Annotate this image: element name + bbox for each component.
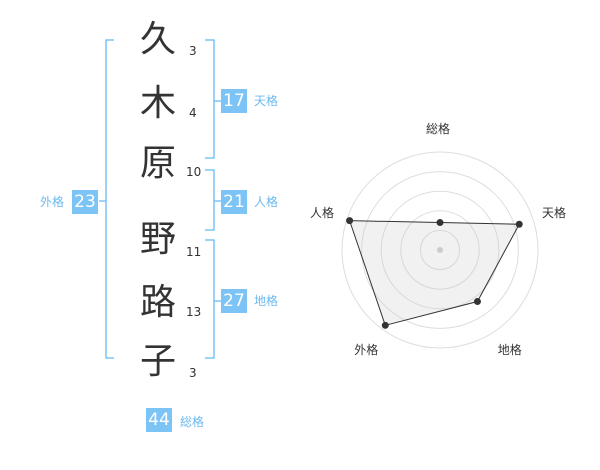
name-char-4: 野: [140, 219, 177, 260]
name-char-5: 路: [140, 282, 177, 323]
stroke-count-3: 10: [186, 165, 202, 179]
stroke-count-5: 13: [186, 305, 202, 319]
soukaku-label: 総格: [180, 415, 205, 429]
radar-axis-label: 人格: [309, 206, 334, 221]
chikaku-value: 27: [221, 289, 247, 313]
name-char-3: 原: [140, 143, 177, 184]
name-char-6: 子: [140, 341, 177, 382]
stroke-count-2: 4: [189, 106, 197, 120]
radar-ring: [419, 229, 461, 271]
radar-series: [346, 217, 523, 329]
radar-axis-label: 外格: [354, 342, 379, 357]
soukaku-value: 44: [146, 408, 172, 432]
radar-point: [436, 219, 444, 227]
radar-ring: [400, 210, 480, 290]
tenkaku-label: 天格: [254, 94, 279, 108]
radar-point: [473, 298, 481, 306]
gaikaku-label: 外格: [40, 195, 65, 209]
radar-ring: [380, 190, 500, 310]
name-char-1: 久: [140, 19, 177, 60]
radar-axis-label: 地格: [497, 342, 522, 357]
radar-point: [346, 217, 354, 225]
chikaku-label: 地格: [254, 294, 279, 308]
radar-axis-label: 天格: [542, 206, 567, 221]
radar-point: [381, 321, 389, 329]
jinkaku-value: 21: [221, 190, 247, 214]
jinkaku-label: 人格: [254, 195, 279, 209]
tenkaku-value: 17: [221, 89, 247, 113]
stroke-count-1: 3: [189, 44, 197, 58]
stroke-count-4: 11: [186, 245, 202, 259]
gaikaku-value: 23: [72, 190, 98, 214]
name-char-2: 木: [140, 83, 177, 124]
radar-point: [515, 220, 523, 228]
radar-center: [437, 247, 443, 253]
stroke-count-6: 3: [189, 366, 197, 380]
radar-ring: [361, 171, 519, 329]
radar-axis-label: 総格: [426, 122, 451, 136]
radar-grid: [341, 151, 539, 349]
